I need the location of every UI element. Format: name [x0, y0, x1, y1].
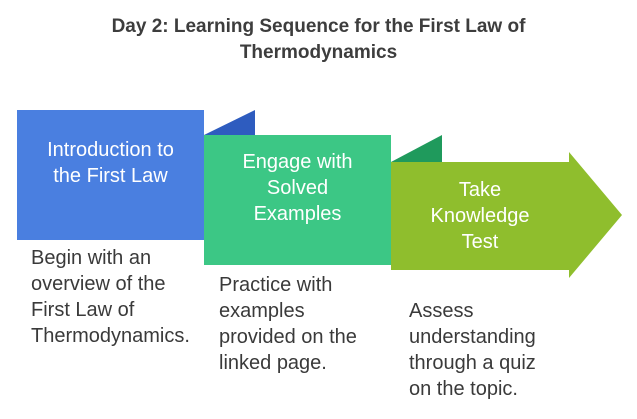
step-1-description: Begin with an overview of the First Law …	[31, 247, 190, 347]
step-1-panel	[17, 110, 204, 240]
step-3-label: Take Knowledge Test	[430, 179, 530, 253]
step-1-fold	[204, 110, 255, 135]
step-2-description: Practice with examples provided on the l…	[219, 274, 357, 374]
step-3-arrow	[391, 152, 622, 278]
step-1-label: Introduction to the First Law	[47, 139, 174, 187]
step-2-panel	[204, 135, 391, 265]
step-2-label: Engage with Solved Examples	[242, 151, 353, 225]
step-3-description: Assess understanding through a quiz on t…	[409, 300, 536, 400]
diagram-title: Day 2: Learning Sequence for the First L…	[111, 16, 526, 63]
step-2-fold	[391, 135, 442, 162]
